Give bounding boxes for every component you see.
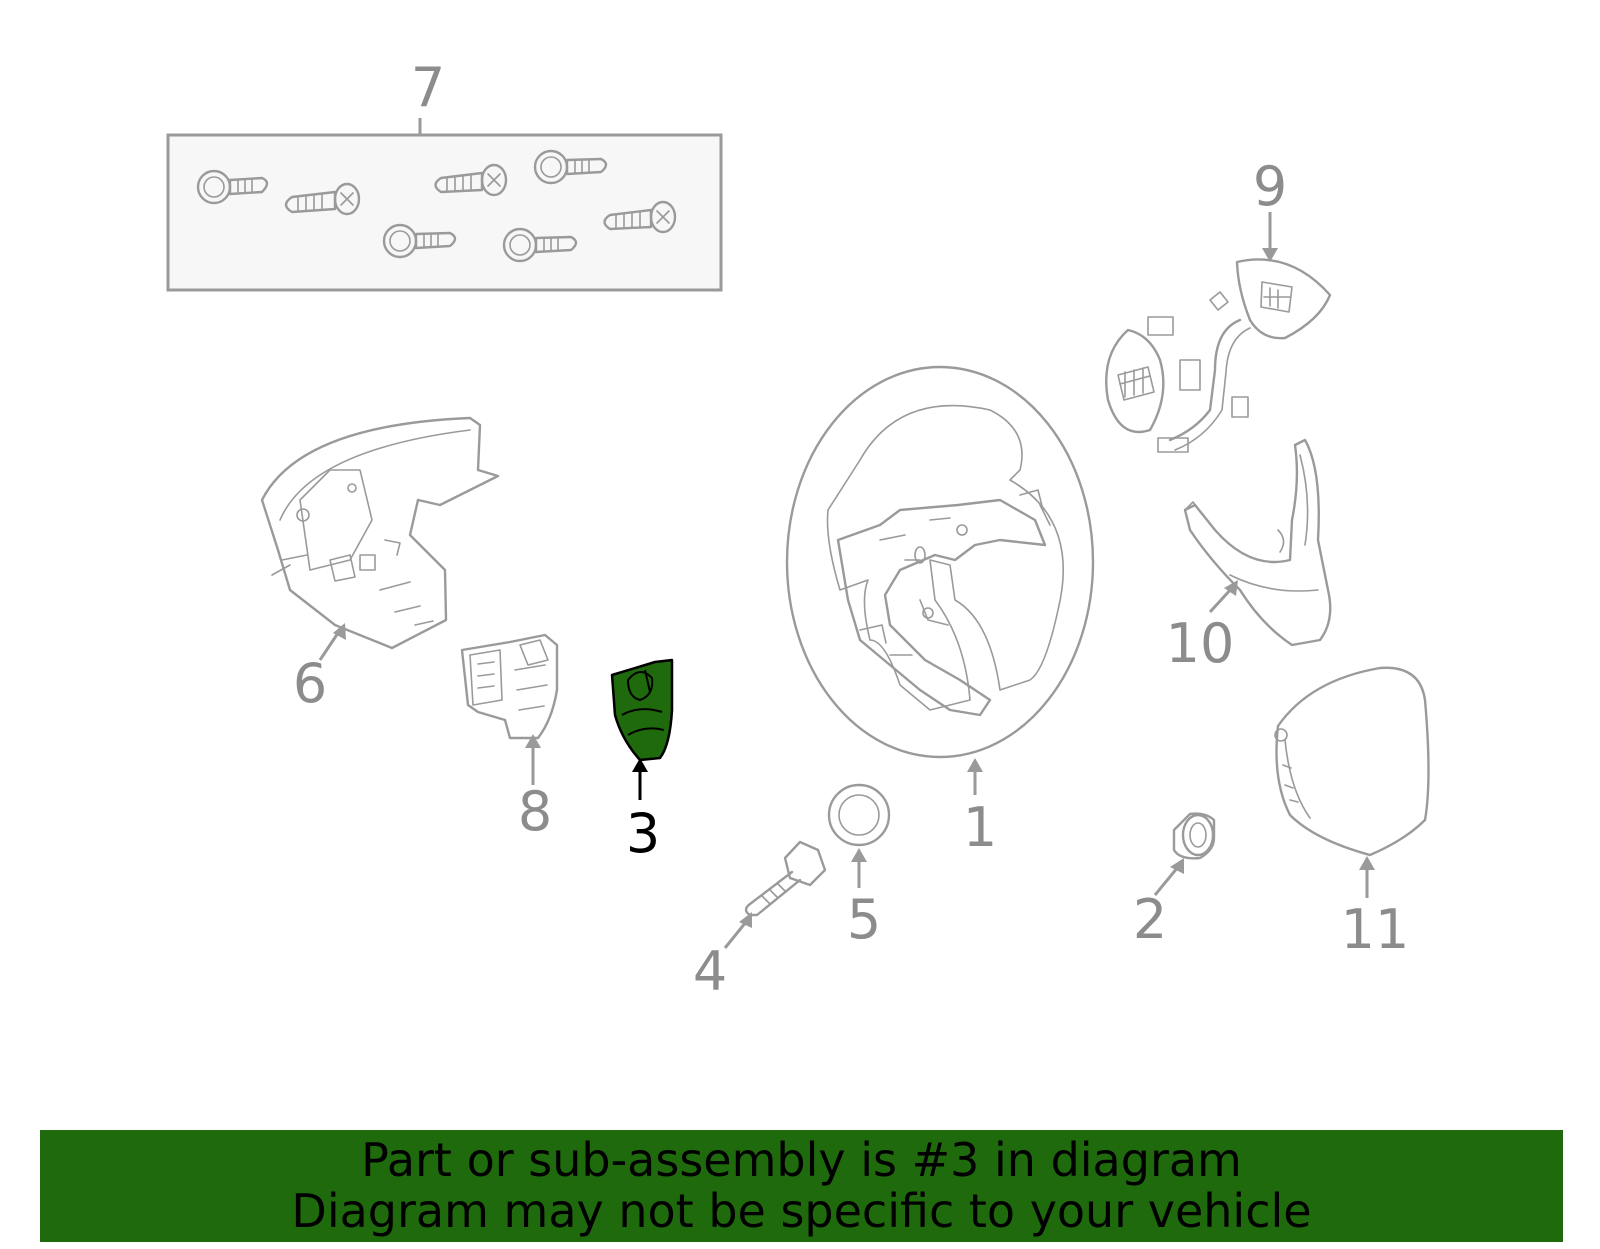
- screw-icon: [434, 163, 508, 197]
- callout-6: 6: [293, 652, 327, 715]
- callout-11: 11: [1341, 898, 1410, 961]
- part-10-trim-cover[interactable]: [1183, 438, 1332, 647]
- part-6-column-cover[interactable]: [260, 416, 500, 650]
- part-7-screw-kit[interactable]: [166, 133, 723, 292]
- callout-10: 10: [1166, 612, 1235, 675]
- part-4-bolt[interactable]: [744, 840, 827, 917]
- screw-icon: [502, 227, 578, 263]
- callout-7: 7: [411, 56, 445, 119]
- screw-icon: [284, 182, 361, 216]
- callout-5: 5: [847, 888, 881, 951]
- callout-4: 4: [693, 940, 727, 1003]
- screw-icon: [603, 200, 677, 234]
- screw-icon: [533, 149, 608, 185]
- part-8-switch[interactable]: [460, 633, 559, 740]
- part-3-cover-highlighted[interactable]: [610, 658, 674, 762]
- part-5-washer[interactable]: [827, 783, 891, 847]
- screw-icon: [382, 223, 457, 259]
- part-1-steering-wheel[interactable]: [785, 365, 1095, 759]
- callout-1: 1: [963, 796, 997, 859]
- callout-9: 9: [1253, 155, 1287, 218]
- banner-line-2: Diagram may not be specific to your vehi…: [291, 1184, 1312, 1238]
- part-9-switch-assembly[interactable]: [1105, 258, 1332, 453]
- callout-3: 3: [626, 802, 660, 865]
- part-11-airbag[interactable]: [1274, 666, 1430, 857]
- screw-icon: [196, 169, 269, 205]
- callout-8: 8: [518, 780, 552, 843]
- part-2-nut[interactable]: [1172, 812, 1216, 860]
- info-banner: Part or sub-assembly is #3 in diagram Di…: [40, 1130, 1563, 1242]
- banner-line-1: Part or sub-assembly is #3 in diagram: [361, 1133, 1242, 1187]
- callout-2: 2: [1133, 888, 1167, 951]
